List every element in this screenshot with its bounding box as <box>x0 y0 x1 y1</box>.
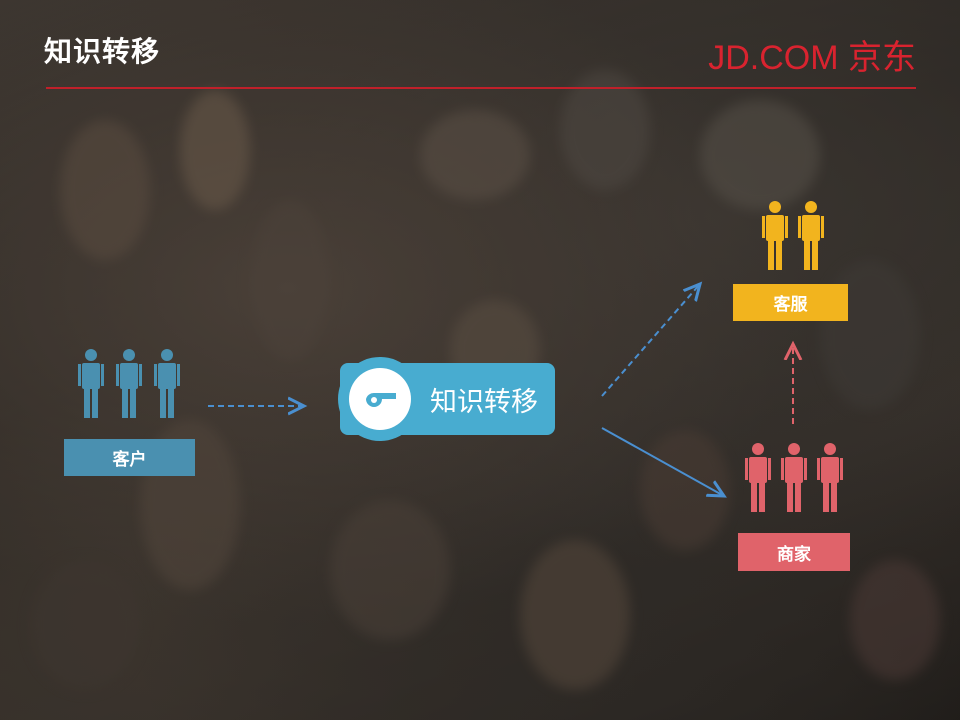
arrow-transfer-to-merchant <box>602 428 724 496</box>
arrow-transfer-to-service <box>602 284 700 396</box>
